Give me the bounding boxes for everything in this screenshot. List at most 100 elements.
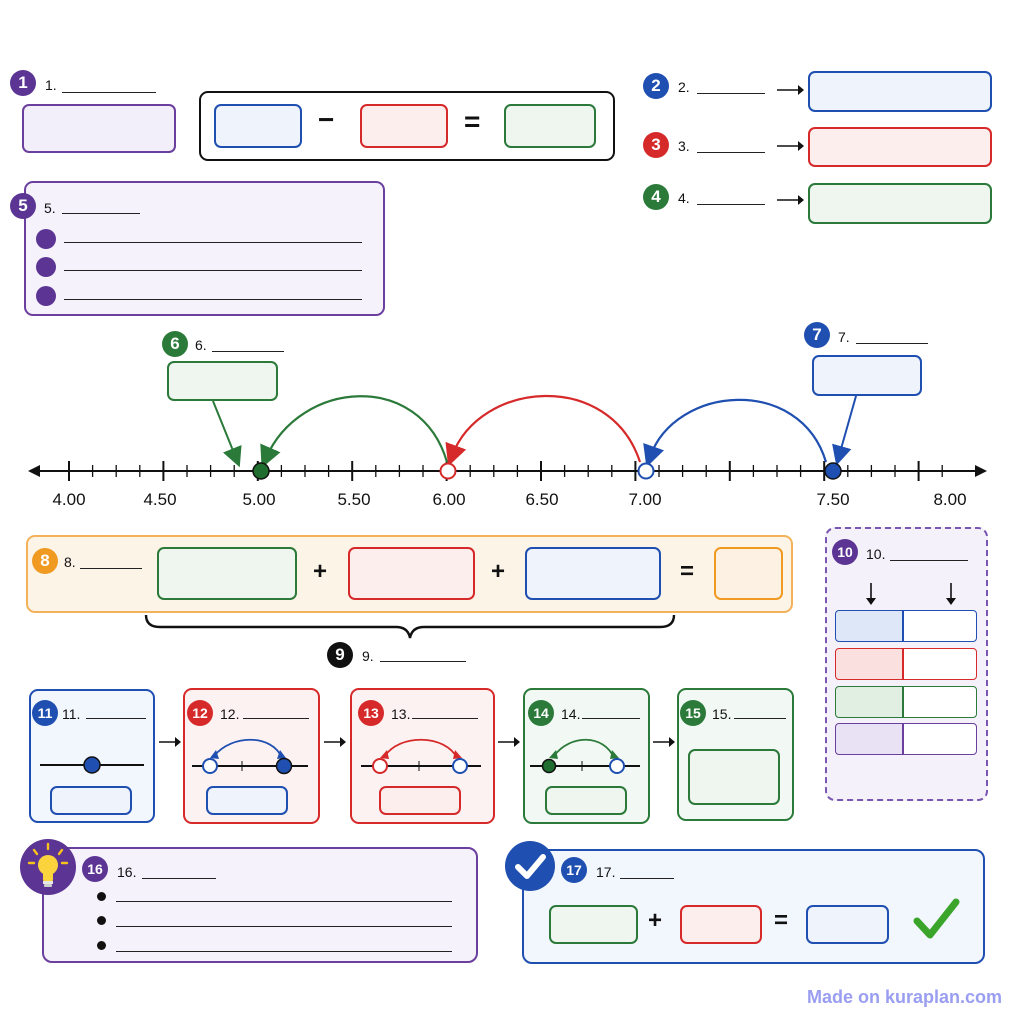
check-box-red[interactable] bbox=[680, 905, 762, 944]
answer-box-6[interactable] bbox=[167, 361, 278, 401]
answer-box-15[interactable] bbox=[688, 749, 780, 805]
subtraction-box-result[interactable] bbox=[504, 104, 596, 148]
answer-blank-6[interactable] bbox=[212, 351, 284, 352]
answer-blank-4[interactable] bbox=[697, 204, 765, 205]
bullet-dot bbox=[36, 257, 56, 277]
answer-box-12[interactable] bbox=[206, 786, 288, 815]
sum-box-red[interactable] bbox=[348, 547, 475, 600]
tick-label: 5.00 bbox=[242, 490, 276, 509]
answer-box-1[interactable] bbox=[22, 104, 176, 153]
point-blue-open bbox=[637, 462, 655, 480]
mini-number-line bbox=[361, 738, 481, 774]
minus-sign: − bbox=[318, 104, 335, 135]
badge-2: 2 bbox=[643, 73, 669, 99]
watermark: Made on kuraplan.com bbox=[806, 987, 1002, 1007]
tick-label: 5.50 bbox=[337, 490, 371, 509]
table-row-purple[interactable] bbox=[835, 723, 977, 755]
answer-line-5a[interactable] bbox=[64, 242, 362, 243]
question-16-label: 16. bbox=[117, 864, 137, 880]
answer-line-5b[interactable] bbox=[64, 270, 362, 271]
answer-blank-5[interactable] bbox=[62, 213, 140, 214]
plus-sign: + bbox=[313, 558, 328, 585]
tick-label: 7.00 bbox=[628, 490, 662, 509]
table-row-green[interactable] bbox=[835, 686, 977, 718]
question-2-label: 2. bbox=[678, 79, 690, 95]
number-line bbox=[28, 394, 987, 481]
equals-sign: = bbox=[464, 106, 481, 137]
answer-line-5c[interactable] bbox=[64, 299, 362, 300]
answer-blank-2[interactable] bbox=[697, 93, 765, 94]
arrow-right-icon bbox=[324, 737, 346, 747]
plus-sign: + bbox=[648, 907, 663, 934]
answer-box-7[interactable] bbox=[812, 355, 922, 396]
badge-9: 9 bbox=[327, 642, 353, 668]
answer-line-16c[interactable] bbox=[116, 951, 452, 952]
badge-6: 6 bbox=[162, 331, 188, 357]
bullet-dot bbox=[97, 892, 106, 901]
sum-box-result[interactable] bbox=[714, 547, 783, 600]
question-15-label: 15. bbox=[712, 706, 732, 722]
badge-1: 1 bbox=[10, 70, 36, 96]
bullet-dot bbox=[97, 941, 106, 950]
question-3-label: 3. bbox=[678, 138, 690, 154]
arrow-right-icon bbox=[777, 85, 804, 95]
answer-box-14[interactable] bbox=[545, 786, 627, 815]
answer-box-2[interactable] bbox=[808, 71, 992, 112]
badge-13: 13 bbox=[358, 700, 384, 726]
badge-4: 4 bbox=[643, 184, 669, 210]
question-5-panel bbox=[24, 181, 385, 316]
question-7-label: 7. bbox=[838, 329, 850, 345]
equals-sign: = bbox=[774, 907, 789, 934]
answer-box-13[interactable] bbox=[379, 786, 461, 815]
answer-line-16b[interactable] bbox=[116, 926, 452, 927]
question-8-label: 8. bbox=[64, 554, 76, 570]
answer-blank-12[interactable] bbox=[243, 718, 309, 719]
answer-box-3[interactable] bbox=[808, 127, 992, 167]
answer-blank-8[interactable] bbox=[80, 568, 142, 569]
answer-line-16a[interactable] bbox=[116, 901, 452, 902]
sum-box-green[interactable] bbox=[157, 547, 297, 600]
answer-blank-11[interactable] bbox=[86, 718, 146, 719]
answer-blank-7[interactable] bbox=[856, 343, 928, 344]
question-16-panel bbox=[42, 847, 478, 963]
tick-label: 6.00 bbox=[432, 490, 466, 509]
subtraction-box-subtrahend[interactable] bbox=[360, 104, 448, 148]
answer-blank-13[interactable] bbox=[412, 718, 478, 719]
answer-blank-9[interactable] bbox=[380, 661, 466, 662]
badge-7: 7 bbox=[804, 322, 830, 348]
answer-blank-3[interactable] bbox=[697, 152, 765, 153]
question-9-label: 9. bbox=[362, 648, 374, 664]
table-row-red[interactable] bbox=[835, 648, 977, 680]
badge-5: 5 bbox=[10, 193, 36, 219]
answer-blank-16[interactable] bbox=[142, 878, 216, 879]
arrow-down-icon bbox=[946, 583, 956, 605]
jump-arc-red bbox=[445, 394, 642, 467]
answer-box-4[interactable] bbox=[808, 183, 992, 224]
badge-3: 3 bbox=[643, 132, 669, 158]
answer-blank-17[interactable] bbox=[620, 878, 674, 879]
badge-16: 16 bbox=[82, 856, 108, 882]
answer-blank-15[interactable] bbox=[734, 718, 786, 719]
answer-box-11[interactable] bbox=[50, 786, 132, 815]
sum-box-blue[interactable] bbox=[525, 547, 661, 600]
tick-label: 8.00 bbox=[933, 490, 967, 509]
answer-blank-10[interactable] bbox=[890, 560, 968, 561]
point-green-filled bbox=[252, 462, 270, 480]
check-box-green[interactable] bbox=[549, 905, 638, 944]
table-row-blue[interactable] bbox=[835, 610, 977, 642]
bullet-dot bbox=[36, 229, 56, 249]
arrow-right-icon bbox=[777, 141, 804, 151]
subtraction-box-minuend[interactable] bbox=[214, 104, 302, 148]
badge-15: 15 bbox=[680, 700, 706, 726]
question-1-label: 1. bbox=[45, 77, 57, 93]
answer-blank-1[interactable] bbox=[62, 92, 156, 93]
badge-12: 12 bbox=[187, 700, 213, 726]
badge-11: 11 bbox=[32, 700, 58, 726]
check-box-result[interactable] bbox=[806, 905, 889, 944]
answer-blank-14[interactable] bbox=[582, 718, 640, 719]
badge-14: 14 bbox=[528, 700, 554, 726]
question-6-label: 6. bbox=[195, 337, 207, 353]
arrow-right-icon bbox=[159, 737, 181, 747]
arrow-right-icon bbox=[653, 737, 675, 747]
mini-number-line bbox=[530, 738, 640, 774]
